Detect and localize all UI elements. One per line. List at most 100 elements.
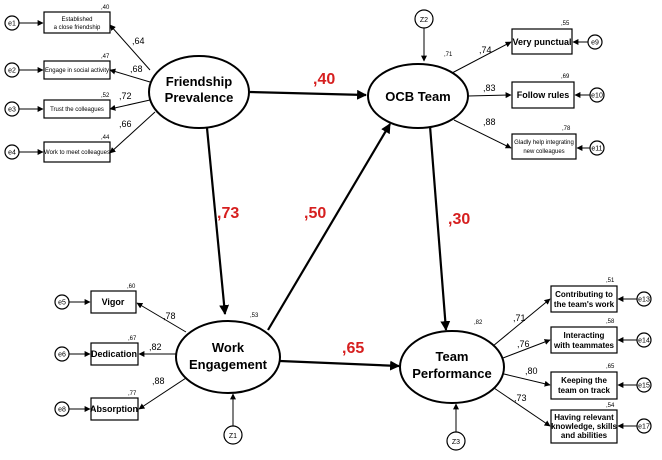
error-label: e11 (591, 146, 602, 153)
loading-value: ,76 (517, 339, 530, 349)
indicator-label: Work to meet colleagues (44, 150, 110, 156)
loading-value: ,64 (132, 36, 145, 46)
path-work-to-ocb (267, 123, 391, 331)
loading-value: ,83 (483, 83, 496, 93)
indicator-label: team on track (558, 386, 611, 395)
indicator-box (550, 371, 618, 400)
error-label: e14 (638, 338, 650, 345)
loading-arrow (492, 298, 551, 347)
indicator-label: knowledge, skills (551, 422, 617, 431)
indicator-label: Having relevant (554, 413, 614, 422)
disturbance-label: Z3 (452, 439, 460, 446)
loading-value: ,88 (483, 117, 496, 127)
indicator-r2: ,52 (101, 93, 110, 99)
path-coef-friendship-ocb: ,40 (313, 71, 335, 88)
latent-r2-ocb: ,71 (444, 52, 453, 58)
latent-team-performance (399, 330, 505, 404)
error-label: e8 (58, 407, 66, 414)
error-label: e2 (8, 68, 16, 75)
indicator-r2: ,69 (561, 74, 570, 80)
error-label: e13 (638, 297, 650, 304)
indicator-r2: ,78 (562, 126, 571, 132)
loading-arrow (503, 373, 551, 387)
error-label: e4 (8, 150, 16, 157)
indicator-r2: ,67 (128, 336, 137, 342)
error-label: e3 (8, 107, 16, 114)
indicator-label: Dedication (91, 349, 137, 359)
latent-label: Friendship (166, 74, 233, 89)
error-label: e5 (58, 300, 66, 307)
loading-arrow (467, 92, 512, 99)
work-indicators: Vigor ,60 ,78 e5 Dedication ,67 ,82 e6 A… (54, 284, 187, 421)
latent-r2-work: ,53 (250, 313, 259, 319)
indicator-r2: ,60 (127, 284, 136, 290)
indicator-label: with teammates (553, 341, 615, 350)
loading-value: ,73 (514, 393, 527, 403)
indicator-box (511, 81, 575, 109)
indicator-box (550, 285, 618, 313)
indicator-box (511, 133, 577, 160)
indicator-label: Follow rules (517, 90, 570, 100)
indicator-box (550, 326, 618, 354)
indicator-box (550, 409, 618, 444)
latent-label: Work (212, 340, 245, 355)
loading-value: ,68 (130, 64, 143, 74)
loading-arrow (453, 119, 512, 149)
indicator-label: Interacting (564, 331, 605, 340)
latent-label: Engagement (189, 357, 268, 372)
loading-arrow (109, 99, 151, 111)
error-label: e6 (58, 352, 66, 359)
indicator-r2: ,65 (606, 364, 615, 370)
indicator-box (90, 342, 139, 366)
indicator-r2: ,44 (101, 135, 110, 141)
loading-value: ,82 (149, 342, 162, 352)
loading-arrow (109, 24, 151, 71)
indicator-label: Very punctual (512, 37, 571, 47)
indicator-label: a close friendship (54, 25, 101, 31)
error-label: e9 (591, 40, 599, 47)
indicator-box (43, 99, 111, 119)
indicator-label: Contributing to (555, 290, 613, 299)
ocb-indicators: Very punctual ,55 ,74 e9 Follow rules ,6… (451, 21, 605, 160)
indicator-label: Absorption (90, 404, 138, 414)
indicator-box (90, 290, 137, 314)
indicator-r2: ,54 (606, 403, 615, 409)
loading-value: ,80 (525, 366, 538, 376)
loading-arrow (493, 387, 551, 427)
indicator-r2: ,77 (128, 391, 137, 397)
indicator-box (511, 28, 573, 55)
loading-arrow (109, 111, 156, 154)
indicator-label: Engage in social activity (45, 68, 109, 74)
loading-arrow (502, 339, 551, 359)
indicator-label: new colleagues (523, 149, 564, 155)
indicator-box (90, 397, 139, 421)
indicator-r2: ,58 (606, 319, 615, 325)
latent-work-engagement (175, 320, 281, 394)
disturbance-label: Z2 (420, 17, 428, 24)
indicator-label: Gladly help integrating (514, 140, 574, 146)
disturbance-label: Z1 (229, 433, 237, 440)
indicator-r2: ,51 (606, 278, 615, 284)
indicator-label: Keeping the (561, 376, 607, 385)
indicator-box (43, 11, 111, 34)
indicator-r2: ,40 (101, 5, 110, 11)
friendship-indicators: Established a close friendship ,40 ,64 e… (4, 5, 156, 163)
error-label: e10 (591, 93, 603, 100)
team-indicators: Contributing to the team's work ,51 ,71 … (492, 278, 652, 444)
indicator-r2: ,47 (101, 54, 110, 60)
indicator-box (43, 141, 111, 163)
loading-value: ,88 (152, 376, 165, 386)
loading-value: ,66 (119, 119, 132, 129)
indicator-box (43, 60, 111, 80)
indicator-label: Established (61, 17, 92, 23)
loading-value: ,78 (163, 311, 176, 321)
latent-label: Team (436, 349, 469, 364)
path-work-to-team (279, 359, 400, 371)
path-coef-friendship-work: ,73 (217, 205, 239, 222)
error-label: e1 (8, 21, 16, 28)
path-ocb-to-team (428, 125, 451, 331)
indicator-label: Vigor (102, 297, 125, 307)
loading-arrow (138, 377, 187, 410)
path-coef-ocb-team: ,30 (448, 211, 470, 228)
